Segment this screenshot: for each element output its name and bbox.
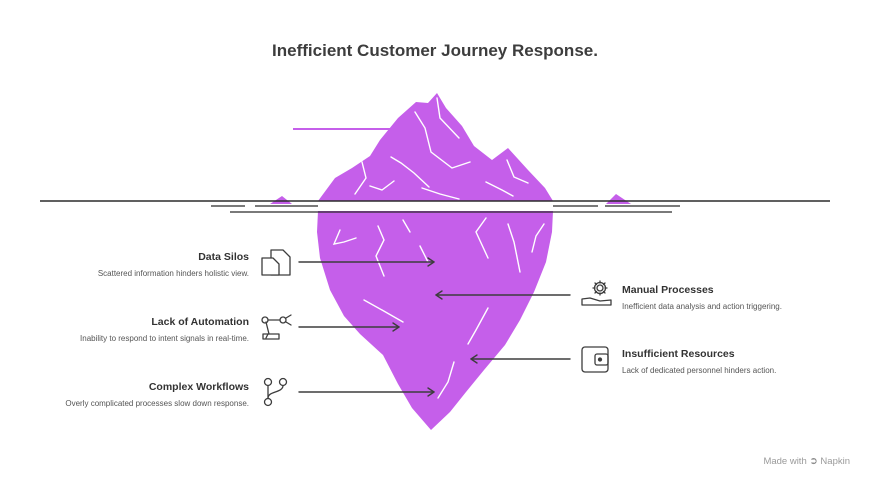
gear-hand-icon: [581, 280, 612, 306]
item-heading: Lack of Automation: [151, 316, 249, 328]
robot-arm-icon: [261, 314, 292, 340]
made-with-footer[interactable]: Made with ➲ Napkin: [763, 456, 850, 467]
ice-fragment-left: [270, 196, 292, 204]
item-heading: Complex Workflows: [148, 381, 249, 393]
arrow-lack-of-automation: [298, 322, 400, 332]
made-with-text: Made with: [763, 456, 807, 467]
item-manual-processes: Manual Processes Inefficient data analys…: [622, 284, 852, 312]
iceberg-body: [317, 211, 553, 430]
diagram-title: Inefficient Customer Journey Response.: [272, 41, 598, 60]
iceberg-tip: [318, 93, 553, 201]
item-description: Lack of dedicated personnel hinders acti…: [622, 366, 777, 375]
arrow-complex-workflows: [298, 387, 435, 397]
waterline: [40, 200, 830, 213]
iceberg-cracks: [332, 97, 545, 399]
item-lack-of-automation: Lack of Automation Inability to respond …: [0, 316, 249, 344]
item-heading: Insufficient Resources: [622, 348, 735, 360]
documents-icon: [261, 249, 291, 276]
item-description: Inability to respond to intent signals i…: [80, 334, 249, 343]
arrow-manual-processes: [435, 290, 571, 300]
brand-name: Napkin: [820, 456, 850, 467]
item-data-silos: Data Silos Scattered information hinders…: [0, 251, 249, 279]
arrow-data-silos: [298, 257, 435, 267]
ice-fragment-right: [606, 194, 631, 204]
item-description: Inefficient data analysis and action tri…: [622, 302, 782, 311]
arrow-insufficient-resources: [470, 354, 571, 364]
branch-icon: [263, 377, 288, 407]
napkin-logo-icon: ➲: [809, 456, 818, 467]
item-complex-workflows: Complex Workflows Overly complicated pro…: [0, 381, 249, 409]
item-heading: Manual Processes: [622, 284, 714, 296]
item-heading: Data Silos: [198, 251, 249, 263]
item-description: Scattered information hinders holistic v…: [97, 269, 249, 278]
wallet-icon: [581, 346, 609, 373]
connector-arrows: [298, 257, 571, 397]
item-insufficient-resources: Insufficient Resources Lack of dedicated…: [622, 348, 852, 376]
item-description: Overly complicated processes slow down r…: [65, 399, 249, 408]
